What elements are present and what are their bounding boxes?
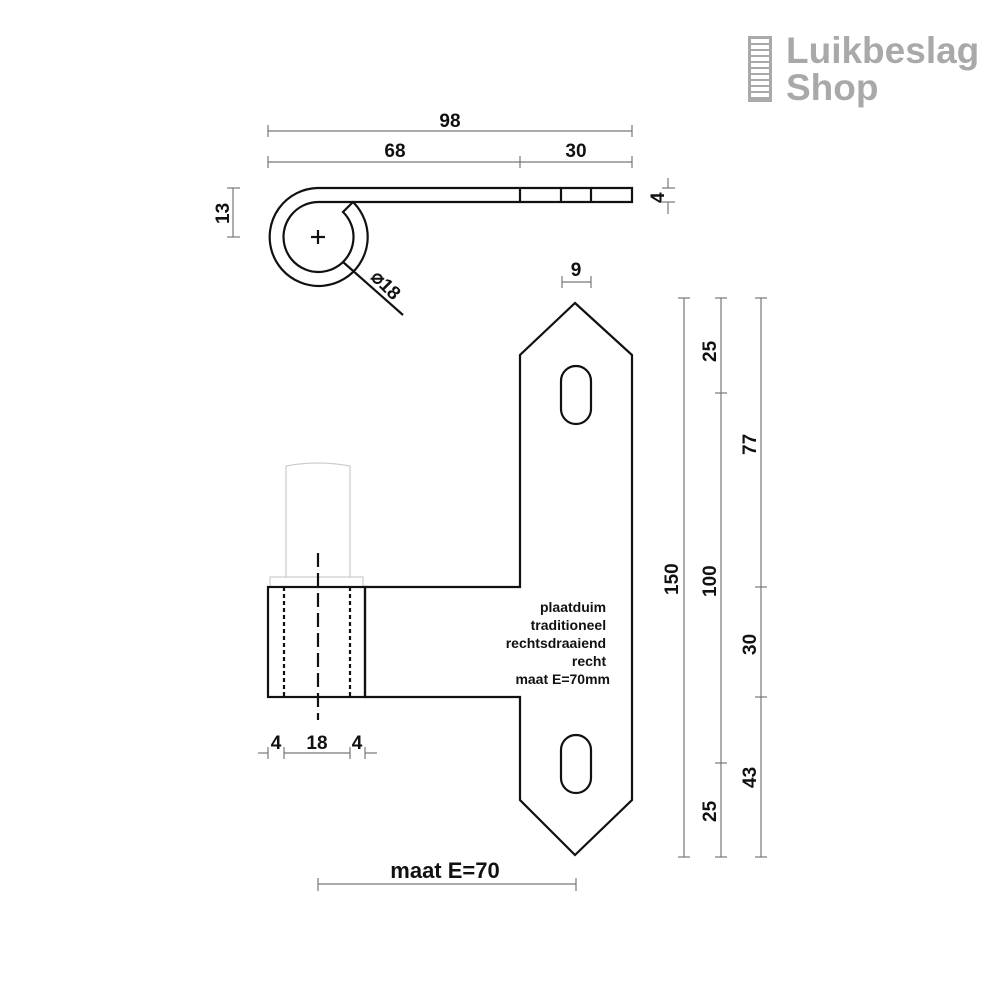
note-line: rechtsdraaiend bbox=[506, 635, 606, 651]
dim-label-25-top: 25 bbox=[700, 340, 721, 362]
note-line: plaatduim bbox=[540, 599, 606, 615]
product-note: plaatduim traditioneel rechtsdraaiend re… bbox=[506, 599, 610, 687]
dim-label-68: 68 bbox=[384, 141, 405, 162]
dim-label-18: 18 bbox=[306, 733, 327, 754]
dim-label-150: 150 bbox=[662, 563, 683, 595]
logo-icon bbox=[748, 36, 772, 102]
slot-bottom bbox=[559, 733, 593, 795]
logo-line-2: Shop bbox=[786, 67, 879, 108]
dim-label-diameter: ⌀18 bbox=[366, 267, 404, 305]
dim-label-25-bottom: 25 bbox=[700, 800, 721, 822]
note-line: recht bbox=[572, 653, 607, 669]
dim-label-30: 30 bbox=[740, 634, 761, 655]
dim-label-4-left: 4 bbox=[271, 733, 282, 754]
dim-label-30: 30 bbox=[565, 141, 586, 162]
dim-label-100: 100 bbox=[700, 565, 721, 597]
plate-outline bbox=[363, 301, 634, 857]
dim-label-4-right: 4 bbox=[352, 733, 363, 754]
dim-label-77: 77 bbox=[740, 434, 761, 455]
dim-label-98: 98 bbox=[439, 111, 460, 132]
note-line: maat E=70mm bbox=[515, 671, 610, 687]
logo-text: Luikbeslag Shop bbox=[786, 32, 979, 106]
hinge-knuckle bbox=[266, 585, 367, 699]
hinge-strap-profile bbox=[268, 186, 634, 288]
pin-outline bbox=[285, 462, 351, 578]
diameter-leader bbox=[342, 261, 404, 316]
dim-label-4: 4 bbox=[648, 192, 669, 203]
dim-label-maat: maat E=70 bbox=[390, 858, 499, 883]
note-line: traditioneel bbox=[531, 617, 606, 633]
front-view: 9 plaatduim traditioneel rechtsdraaiend … bbox=[258, 260, 767, 891]
pin-collar bbox=[269, 576, 364, 588]
dim-label-9: 9 bbox=[571, 260, 582, 281]
dim-label-13: 13 bbox=[213, 203, 234, 224]
top-view: 98 68 30 ⌀18 13 4 bbox=[213, 111, 675, 316]
dim-label-43: 43 bbox=[740, 767, 761, 788]
slot-top bbox=[559, 364, 593, 426]
logo-line-1: Luikbeslag bbox=[786, 30, 980, 71]
